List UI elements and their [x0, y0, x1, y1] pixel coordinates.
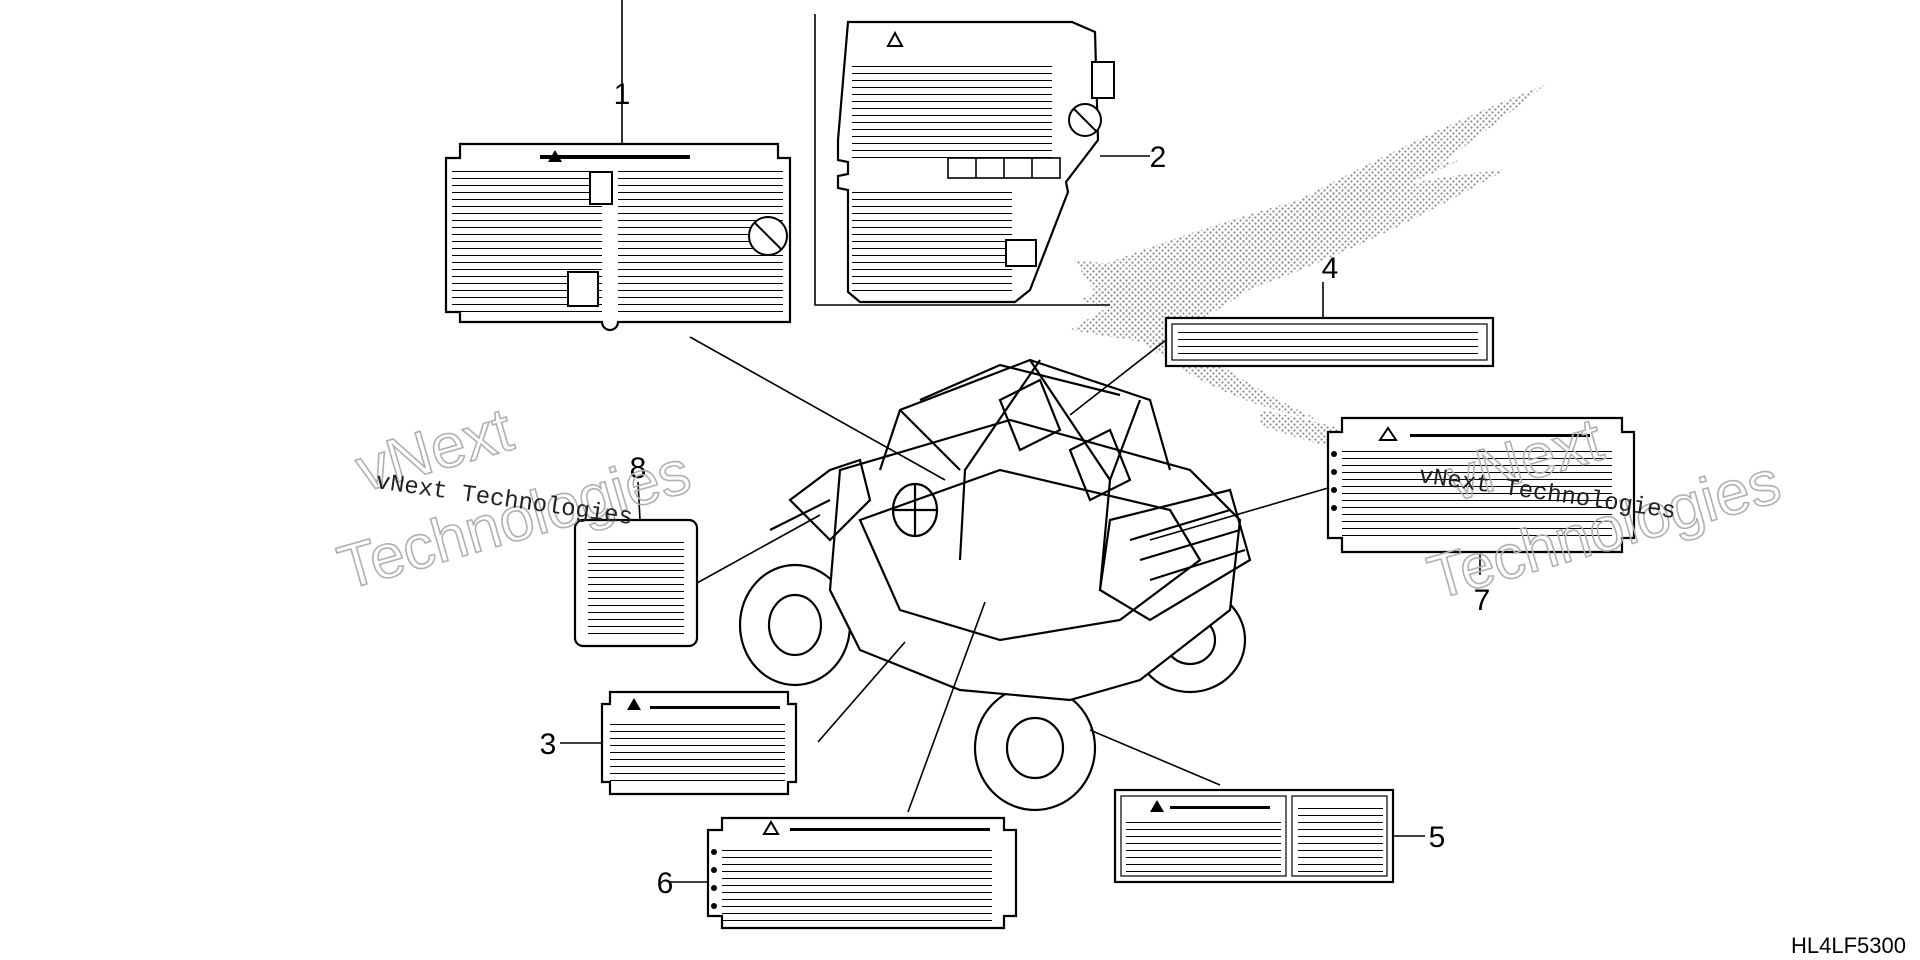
callout-7: 7 [1474, 584, 1491, 617]
label-2-warning-decal [836, 20, 1115, 304]
label-1-warning-decal [444, 142, 792, 332]
callout-4: 4 [1322, 252, 1339, 285]
drawing-code: HL4LF5300 [1791, 933, 1906, 958]
label-5-warning-decal [1113, 788, 1395, 884]
callout-6: 6 [657, 867, 674, 900]
label-7-warning-decal [1326, 416, 1636, 554]
callout-1: 1 [614, 78, 631, 111]
callout-2: 2 [1150, 141, 1167, 174]
label-6-warning-decal [706, 816, 1018, 930]
label-3-warning-decal [600, 690, 798, 796]
callout-8: 8 [630, 452, 647, 485]
label-2-frame [814, 14, 1110, 306]
leader-lines [560, 0, 1481, 883]
callout-5: 5 [1429, 821, 1446, 854]
utv-vehicle-illustration [738, 358, 1252, 812]
callout-3: 3 [540, 728, 557, 761]
wing-logo-watermark [1070, 85, 1545, 470]
label-8-decal [573, 518, 699, 648]
label-4-decal [1164, 316, 1495, 368]
